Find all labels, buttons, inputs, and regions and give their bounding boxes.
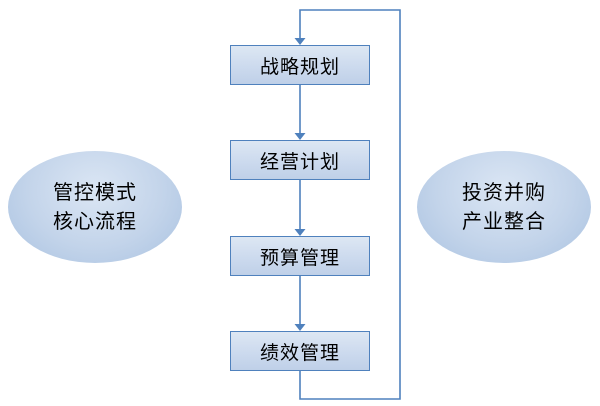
flow-box-label: 预算管理: [259, 246, 340, 269]
arrowhead-box3: [294, 229, 306, 236]
feedback-loop-line: [299, 9, 401, 400]
ellipse-label-line2: 核心流程: [53, 209, 137, 233]
ellipse-label-line1: 投资并购: [462, 180, 546, 204]
ellipse-label-line2: 产业整合: [462, 209, 546, 233]
ellipse-label-line1: 管控模式: [53, 180, 137, 204]
flow-box-budget-management: 预算管理: [230, 236, 370, 276]
ellipse-investment-integration: 投资并购 产业整合: [417, 151, 591, 263]
flow-box-strategic-planning: 战略规划: [230, 45, 370, 85]
flow-box-business-plan: 经营计划: [230, 140, 370, 180]
flow-box-label: 战略规划: [259, 55, 340, 78]
ellipse-control-model: 管控模式 核心流程: [8, 151, 182, 263]
flow-box-performance-management: 绩效管理: [230, 331, 370, 371]
arrowhead-into-box1: [294, 38, 306, 45]
flow-box-label: 经营计划: [259, 150, 340, 173]
arrowhead-box4: [294, 324, 306, 331]
flow-box-label: 绩效管理: [259, 341, 340, 364]
arrowhead-box2: [294, 133, 306, 140]
